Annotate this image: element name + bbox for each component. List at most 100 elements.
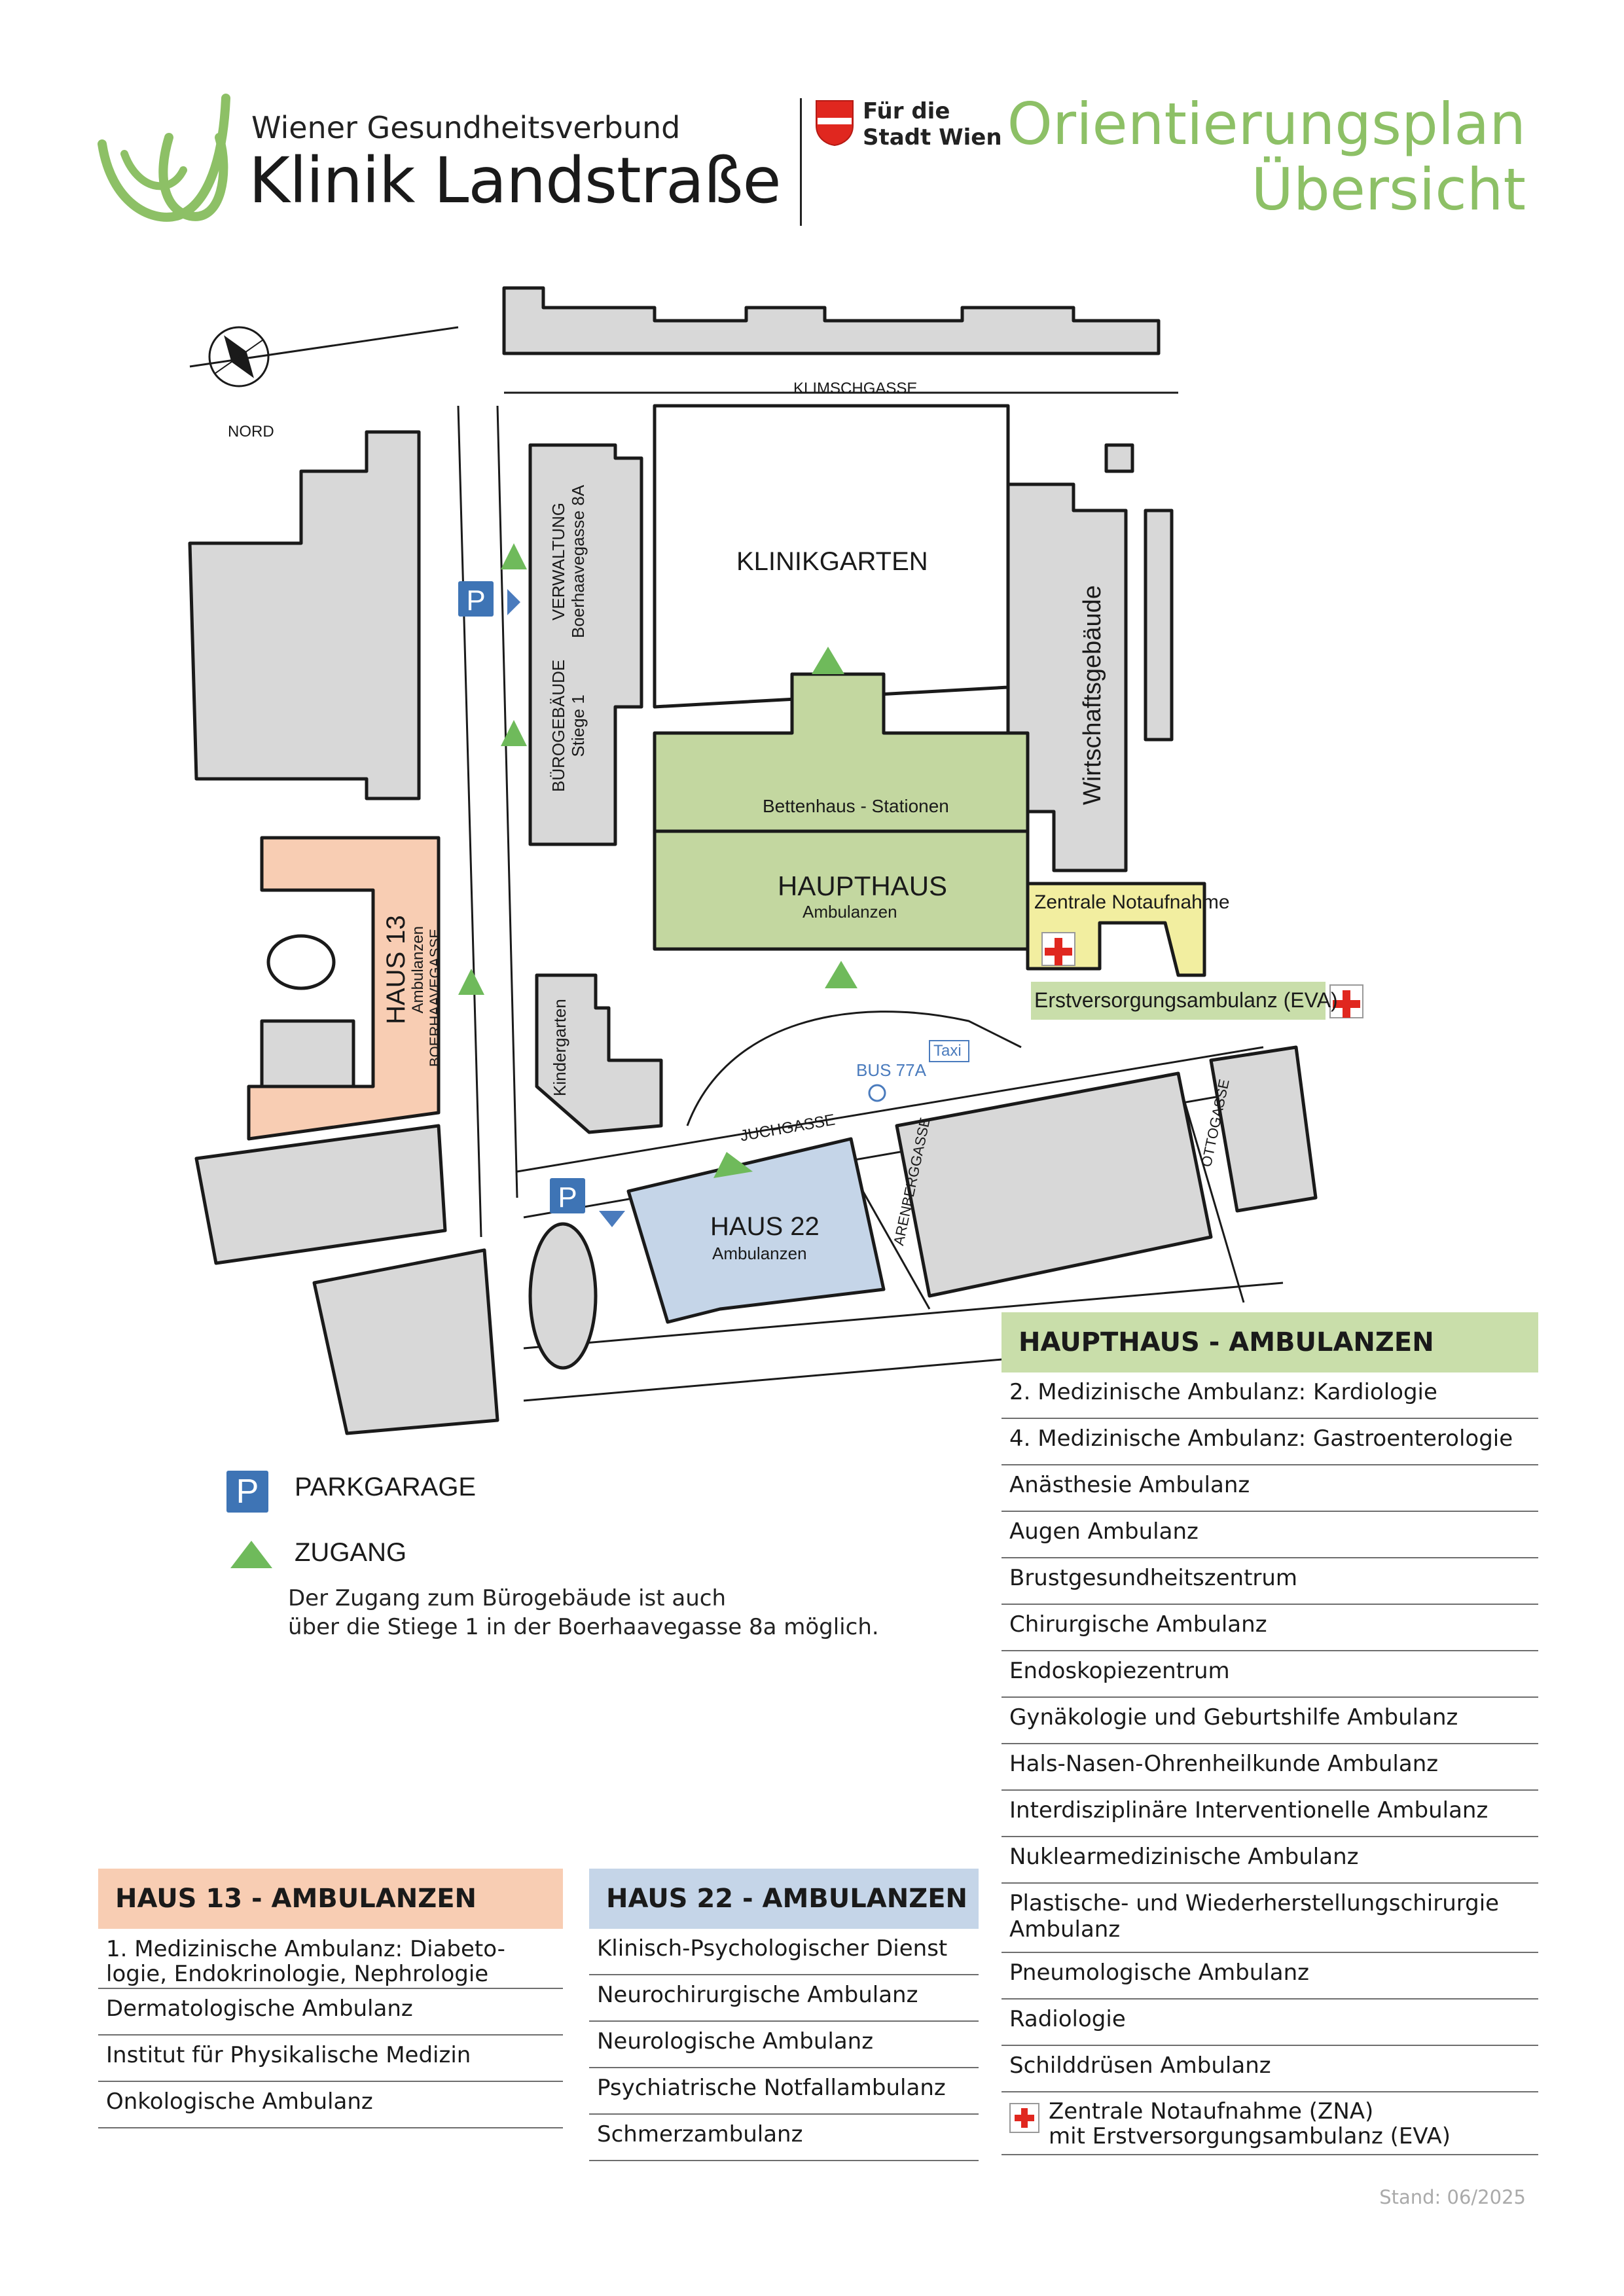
haus13-line-1: HAUS 13 (382, 915, 410, 1024)
table-row: Neurochirurgische Ambulanz (589, 1975, 979, 2022)
building-left-bottom (312, 1248, 499, 1435)
table-row: Anästhesie Ambulanz (1001, 1465, 1538, 1512)
table-row: Endoskopiezentrum (1001, 1651, 1538, 1698)
table-row: Klinisch-Psychologischer Dienst (589, 1929, 979, 1975)
table-row: 4. Medizinische Ambulanz: Gastroenterolo… (1001, 1419, 1538, 1465)
legend-note-line-1: Der Zugang zum Bürogebäude ist auch (288, 1585, 727, 1611)
legend-entrance-label: ZUGANG (295, 1538, 407, 1567)
haupthaus-label: HAUPTHAUS (778, 870, 948, 901)
building-left-upper (188, 430, 421, 800)
entrance-icon (825, 961, 857, 988)
table-header: HAUPTHAUS - AMBULANZEN (1001, 1312, 1538, 1372)
wien-shield-icon (816, 100, 854, 147)
table-row: Zentrale Notaufnahme (ZNA) mit Erstverso… (1001, 2092, 1538, 2155)
verwaltung-line-2: Boerhaavegasse 8A (568, 484, 588, 638)
entrance-icon (713, 1152, 753, 1178)
building-haus13-inner (260, 1019, 355, 1088)
table-row: Dermatologische Ambulanz (98, 1989, 563, 2036)
table-row: Schilddrüsen Ambulanz (1001, 2046, 1538, 2092)
title-line-2: Übersicht (1251, 156, 1526, 223)
version-stamp: Stand: 06/2025 (1379, 2186, 1526, 2208)
buerogebaeude-label: BÜROGEBÄUDE Stiege 1 (549, 660, 588, 792)
haus13-table: HAUS 13 - AMBULANZEN 1. Medizinische Amb… (98, 1869, 563, 2128)
table-header: HAUS 22 - AMBULANZEN (589, 1869, 979, 1929)
org-name: Wiener Gesundheitsverbund (251, 110, 681, 145)
city-line-2: Stadt Wien (863, 124, 1002, 151)
emergency-cross-icon (1041, 932, 1075, 966)
table-row: 1. Medizinische Ambulanz: Diabeto- logie… (98, 1929, 563, 1989)
wirtschaftsgebaeude-label: Wirtschaftsgebäude (1079, 585, 1106, 805)
city-label: Für die Stadt Wien (863, 98, 1002, 151)
parking-entrance-icon (507, 589, 520, 615)
city-line-1: Für die (863, 98, 950, 124)
building-haupthaus (653, 672, 1030, 951)
building-small-top (1104, 443, 1134, 473)
building-right-large (895, 1071, 1213, 1298)
building-wirtschaft-annex (1144, 509, 1174, 742)
klinikgarten-label: KLINIKGARTEN (736, 547, 928, 576)
entrance-icon (812, 647, 844, 674)
street-ottogasse-outline (1177, 1079, 1245, 1303)
entrance-icon (501, 543, 527, 569)
entrance-icon (458, 969, 484, 995)
table-row: Psychiatrische Notfallambulanz (589, 2068, 979, 2115)
building-left-low (194, 1124, 447, 1265)
clinic-name: Klinik Landstraße (249, 144, 781, 217)
header-divider (800, 98, 802, 226)
entrance-icon (501, 720, 527, 746)
street-boerhaavegasse-outline (457, 405, 518, 1238)
zna-label: Zentrale Notaufnahme (1034, 891, 1230, 913)
table-row: Nuklearmedizinische Ambulanz (1001, 1837, 1538, 1884)
buero-line-2: Stiege 1 (568, 694, 588, 757)
zna-entry-line-1: Zentrale Notaufnahme (ZNA) (1049, 2098, 1374, 2125)
table-row: Hals-Nasen-Ohrenheilkunde Ambulanz (1001, 1744, 1538, 1791)
eva-label-bg (1031, 982, 1326, 1020)
haupthaus-table: HAUPTHAUS - AMBULANZEN 2. Medizinische A… (1001, 1312, 1538, 2155)
table-row: Radiologie (1001, 2000, 1538, 2046)
table-row: Interdisziplinäre Interventionelle Ambul… (1001, 1791, 1538, 1837)
verwaltung-label: VERWALTUNG Boerhaavegasse 8A (549, 485, 588, 638)
legend-entrance-icon (230, 1541, 272, 1568)
emergency-cross-icon (1329, 984, 1363, 1018)
building-haus22 (626, 1137, 886, 1324)
table-row: Brustgesundheitszentrum (1001, 1558, 1538, 1605)
haus13-label: HAUS 13 Ambulanzen (382, 915, 427, 1024)
parking-entrance-icon (599, 1211, 625, 1227)
building-right-small (1209, 1045, 1318, 1213)
garage-oval (528, 1222, 598, 1370)
table-row: 2. Medizinische Ambulanz: Kardiologie (1001, 1372, 1538, 1419)
table-row: Onkologische Ambulanz (98, 2082, 563, 2128)
table-row: Gynäkologie und Geburtshilfe Ambulanz (1001, 1698, 1538, 1744)
table-row-line-1: 1. Medizinische Ambulanz: Diabeto- (106, 1936, 505, 1962)
haus22-table: HAUS 22 - AMBULANZEN Klinisch-Psychologi… (589, 1869, 979, 2161)
clinic-logo-icon (98, 94, 230, 222)
legend-note: Der Zugang zum Bürogebäude ist auch über… (288, 1584, 879, 1641)
table-row: Institut für Physikalische Medizin (98, 2036, 563, 2082)
table-row: Neurologische Ambulanz (589, 2022, 979, 2068)
haus22-sub-label: Ambulanzen (712, 1244, 807, 1263)
kindergarten-label: Kindergarten (550, 999, 569, 1096)
north-label: NORD (228, 423, 274, 440)
emergency-cross-icon (1009, 2103, 1039, 2133)
eva-label: Erstversorgungsambulanz (EVA) (1034, 988, 1338, 1012)
bettenhaus-label: Bettenhaus - Stationen (763, 796, 949, 816)
parking-symbol-text: P (558, 1181, 577, 1213)
street-klimschgasse-label: KLIMSCHGASSE (793, 380, 918, 397)
zna-entry: Zentrale Notaufnahme (ZNA) mit Erstverso… (1049, 2099, 1451, 2149)
haus13-line-2: Ambulanzen (409, 925, 427, 1014)
haupthaus-sub-label: Ambulanzen (803, 902, 897, 922)
compass-icon (208, 326, 270, 387)
site-map: P P (188, 286, 1363, 1435)
verwaltung-line-1: VERWALTUNG (549, 502, 568, 620)
parking-icon: P (550, 1178, 585, 1213)
title-line-1: Orientierungsplan (1007, 90, 1526, 158)
legend-note-line-2: über die Stiege 1 in der Boerhaavegasse … (288, 1614, 879, 1640)
bus-stop-icon (868, 1084, 886, 1102)
legend-parking-label: PARKGARAGE (295, 1473, 477, 1501)
table-row: Pneumologische Ambulanz (1001, 1953, 1538, 2000)
page-title: Orientierungsplan Übersicht (1007, 92, 1526, 223)
parking-icon: P (458, 581, 494, 617)
driveway-loop (686, 1011, 1022, 1126)
